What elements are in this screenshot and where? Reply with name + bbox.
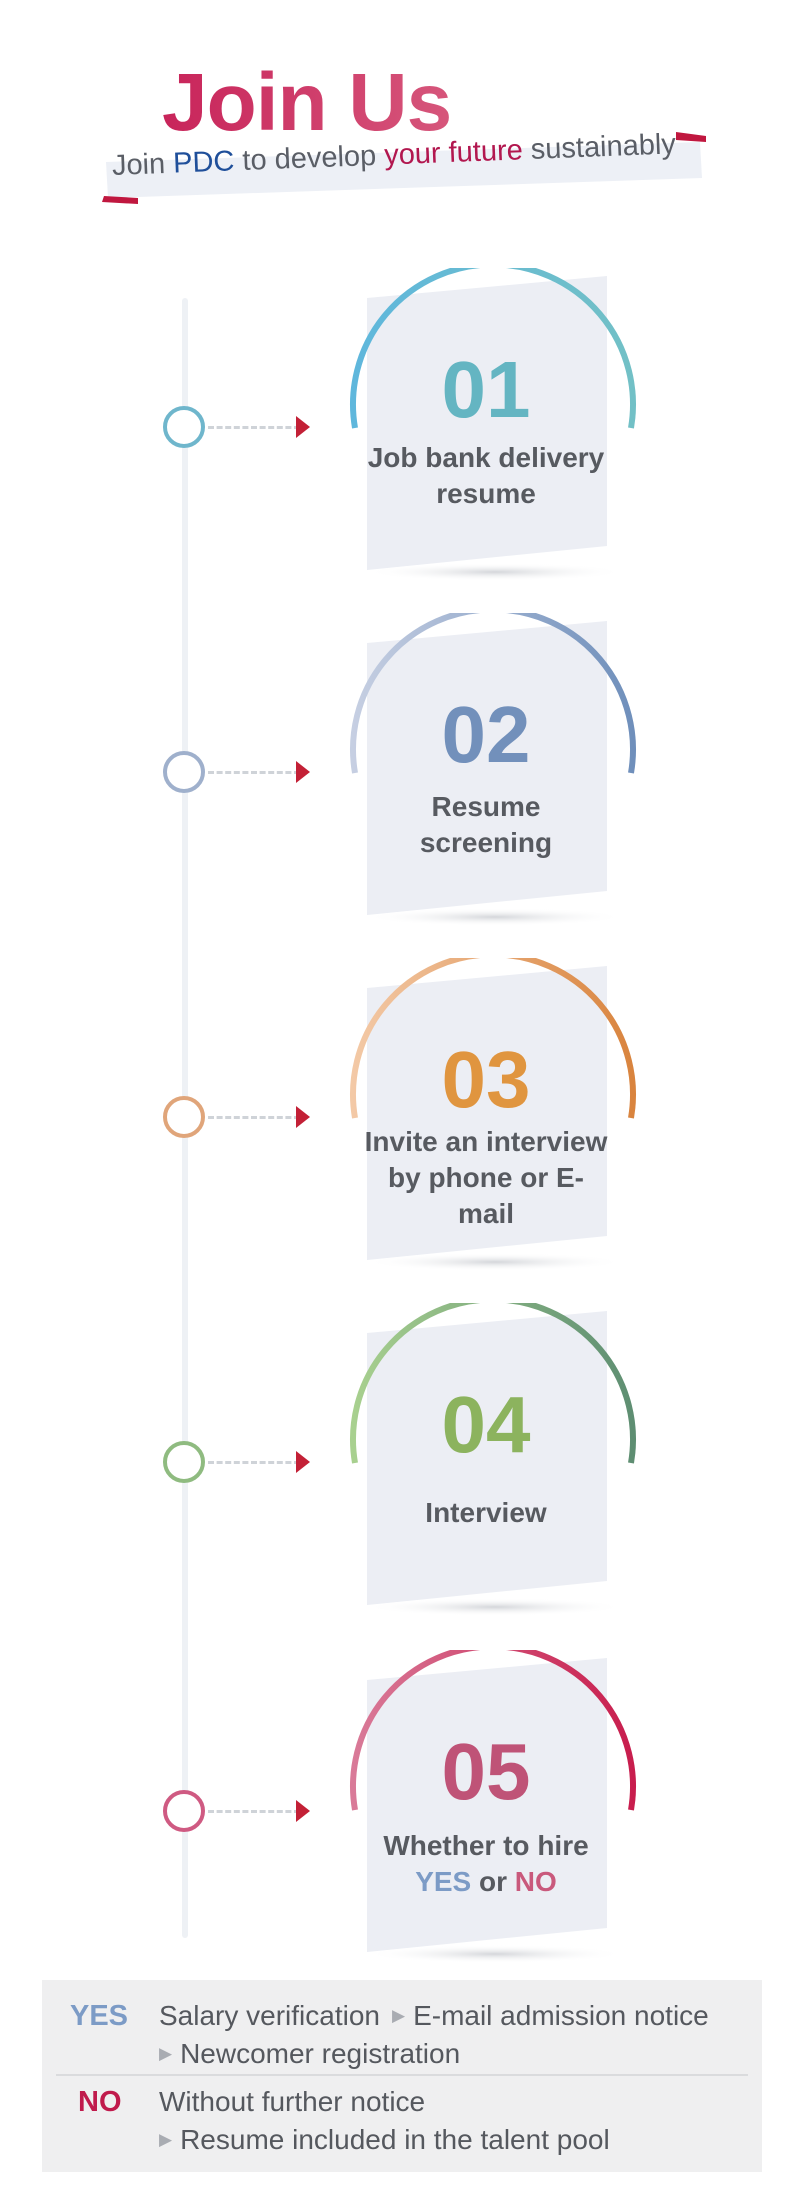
hire-yes: YES — [415, 1866, 472, 1897]
connector-dash-4 — [208, 1461, 300, 1464]
connector-dash-3 — [208, 1116, 300, 1119]
outcome-divider — [56, 2074, 748, 2076]
connector-arrow-1 — [296, 416, 310, 438]
step-label-1: Job bank delivery resume — [367, 442, 605, 509]
subtitle-part: Join — [111, 147, 174, 182]
hire-or: or — [479, 1866, 508, 1897]
step-card-2: 02 Resume screening — [345, 613, 645, 943]
step-label-5: Whether to hire — [383, 1830, 589, 1861]
step-label-3: Invite an interview by phone or E-mail — [364, 1126, 608, 1229]
step-number-4: 04 — [441, 1380, 531, 1469]
connector-arrow-3 — [296, 1106, 310, 1128]
subtitle-ribbon: Join PDC to develop your future sustaina… — [102, 128, 706, 212]
step-card-4: 04 Interview — [345, 1303, 645, 1633]
connector-dash-1 — [208, 426, 300, 429]
yes-item-2: E-mail admission notice — [413, 2000, 709, 2031]
step-card-5: 05 Whether to hire YES or NO — [345, 1650, 645, 1980]
hire-decision: YES or NO — [363, 1864, 609, 1900]
triangle-right-icon: ▶ — [391, 2006, 406, 2025]
no-tag: NO — [78, 2086, 122, 2118]
triangle-right-icon: ▶ — [159, 2130, 173, 2149]
timeline-node-4 — [163, 1441, 205, 1483]
no-line-1: Without further notice — [159, 2088, 425, 2116]
yes-line-2: ▶ Newcomer registration — [159, 2040, 460, 2068]
timeline-node-3 — [163, 1096, 205, 1138]
subtitle-brand: PDC — [172, 145, 236, 180]
yes-line-1: Salary verification ▶ E-mail admission not… — [159, 2002, 709, 2030]
hire-no: NO — [514, 1866, 557, 1897]
page-title: Join Us — [162, 57, 452, 148]
step-number-2: 02 — [441, 690, 531, 779]
subtitle-part: to develop — [233, 139, 385, 178]
step-number-5: 05 — [441, 1727, 531, 1816]
no-line-2: ▶ Resume included in the talent pool — [159, 2126, 610, 2154]
step-number-3: 03 — [441, 1035, 531, 1124]
subtitle-highlight: your future — [383, 134, 524, 172]
timeline-node-1 — [163, 406, 205, 448]
no-item-1: Without further notice — [159, 2086, 426, 2117]
ribbon-shape — [102, 132, 706, 204]
connector-dash-2 — [208, 771, 300, 774]
yes-item-1: Salary verification — [159, 2000, 380, 2031]
step-label-2: Resume screening — [419, 791, 553, 858]
timeline-node-5 — [163, 1790, 205, 1832]
step-card-3: 03 Invite an interview by phone or E-mai… — [345, 958, 645, 1288]
triangle-right-icon: ▶ — [159, 2044, 173, 2063]
connector-dash-5 — [208, 1810, 300, 1813]
step-card-1: 01 Job bank delivery resume — [345, 268, 645, 598]
subtitle-part: sustainably — [522, 128, 677, 167]
timeline-node-2 — [163, 751, 205, 793]
step-label-4: Interview — [425, 1497, 547, 1528]
connector-arrow-5 — [296, 1800, 310, 1822]
no-item-2: Resume included in the talent pool — [180, 2124, 610, 2155]
step-number-1: 01 — [441, 345, 531, 434]
outcome-panel: YES Salary verification ▶ E-mail admission… — [42, 1980, 762, 2172]
yes-item-3: Newcomer registration — [180, 2038, 461, 2069]
connector-arrow-4 — [296, 1451, 310, 1473]
yes-tag: YES — [70, 2000, 129, 2032]
connector-arrow-2 — [296, 761, 310, 783]
